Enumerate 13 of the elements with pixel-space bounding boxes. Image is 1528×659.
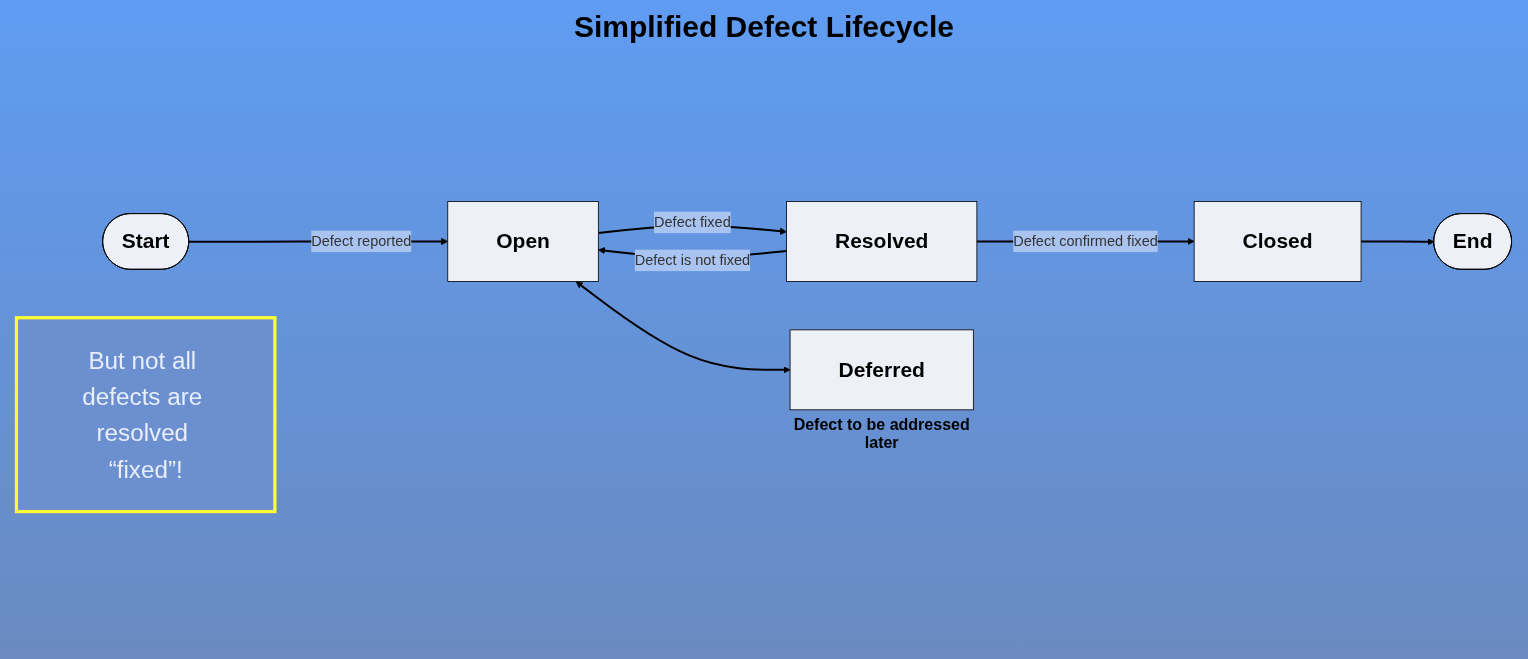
edge-label: Defect confirmed fixed: [1013, 233, 1158, 250]
diagram-title: Simplified Defect Lifecycle: [573, 10, 955, 44]
node-box: Closed: [1193, 201, 1362, 283]
arrow: [1361, 238, 1435, 246]
node-caption: Defect to be addressed later: [792, 416, 971, 453]
edge-label: Defect reported: [311, 233, 412, 250]
edge-label: Defect is not fixed: [634, 252, 751, 269]
node-box: Deferred: [789, 329, 974, 411]
node-box: Resolved: [786, 201, 978, 283]
edge-label: Defect fixed: [654, 214, 731, 231]
arrow: [575, 281, 791, 374]
node-box: But not all defects are resolved “fixed”!: [14, 316, 277, 514]
node-box: Open: [447, 201, 599, 283]
